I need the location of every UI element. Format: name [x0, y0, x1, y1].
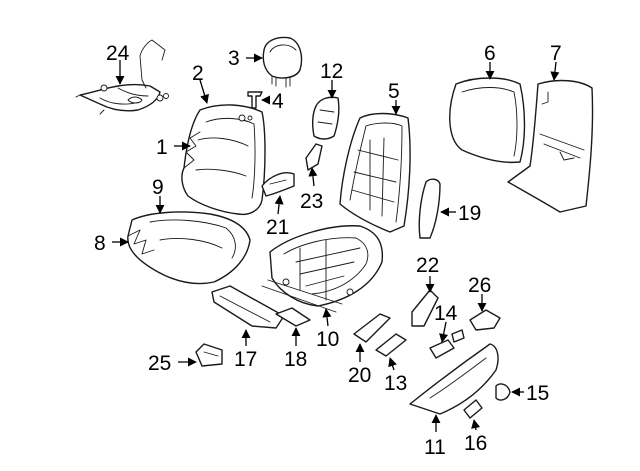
callout-21: 21 [266, 216, 289, 239]
part-18-strip[interactable] [275, 307, 311, 327]
part-17-trim-rail[interactable] [211, 285, 285, 329]
callout-5: 5 [388, 80, 400, 103]
callout-25: 25 [148, 352, 171, 375]
callout-23: 23 [300, 190, 323, 213]
part-10-seat-frame[interactable] [261, 225, 384, 313]
part-26-bracket[interactable] [469, 309, 501, 331]
callout-6: 6 [484, 42, 496, 65]
callout-7: 7 [550, 42, 562, 65]
callout-26: 26 [468, 274, 491, 297]
part-5-seatback-frame[interactable] [339, 112, 411, 233]
part-19-side-trim[interactable] [418, 178, 441, 239]
part-6-seatback-pad[interactable] [449, 77, 526, 164]
part-14-connector[interactable] [429, 329, 465, 359]
callout-16: 16 [464, 432, 487, 455]
callout-2: 2 [192, 62, 204, 85]
part-7-seatback-board[interactable] [507, 79, 594, 213]
part-3-headrest[interactable] [262, 36, 303, 88]
callout-11: 11 [424, 436, 446, 459]
part-12-trim-panel[interactable] [311, 96, 340, 140]
part-21-bracket[interactable] [261, 172, 295, 197]
callout-15: 15 [526, 382, 549, 405]
callout-20: 20 [348, 364, 371, 387]
callout-22: 22 [416, 254, 439, 277]
callout-18: 18 [284, 348, 307, 371]
part-13-switch[interactable] [375, 333, 407, 357]
callout-12: 12 [320, 60, 343, 83]
part-4-headrest-guide[interactable] [247, 91, 263, 109]
part-23-bracket[interactable] [305, 143, 323, 171]
callout-4: 4 [272, 90, 284, 113]
callout-24: 24 [106, 42, 130, 65]
callout-17: 17 [234, 348, 257, 371]
callout-3: 3 [228, 47, 240, 70]
part-24-wiring-harness[interactable] [75, 39, 169, 115]
callout-8: 8 [94, 232, 106, 255]
part-16-knob[interactable] [463, 399, 483, 419]
callout-labels: 24 2 3 4 1 12 5 6 7 9 8 23 21 19 22 26 1… [94, 42, 562, 459]
part-25-clip[interactable] [195, 343, 223, 367]
part-11-side-shield[interactable] [409, 343, 499, 415]
callout-14: 14 [434, 302, 458, 325]
callout-9: 9 [152, 176, 164, 199]
part-2-seatback-cover[interactable] [181, 104, 266, 216]
callout-13: 13 [384, 372, 407, 395]
callout-1: 1 [156, 136, 168, 159]
part-9-seat-cushion[interactable] [127, 211, 251, 285]
leader-lines [112, 53, 560, 432]
part-22-bracket[interactable] [411, 289, 439, 327]
callout-10: 10 [316, 328, 339, 351]
part-20-rail-cover[interactable] [353, 313, 391, 343]
callout-19: 19 [458, 202, 481, 225]
part-15-cap[interactable] [495, 383, 511, 401]
